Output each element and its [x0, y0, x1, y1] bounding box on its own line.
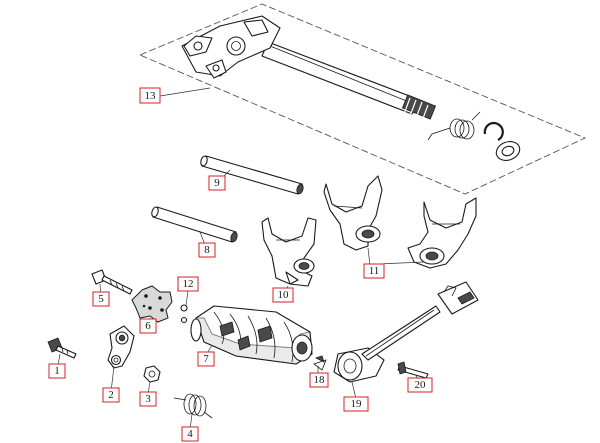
shift-fork-11a — [323, 175, 383, 251]
pin-12 — [180, 304, 188, 324]
shaft-washer — [495, 141, 521, 161]
callout-10: 10 — [272, 287, 294, 303]
bolt-20 — [397, 361, 429, 379]
shaft-spline — [401, 94, 437, 122]
svg-text:18: 18 — [314, 374, 326, 386]
svg-text:20: 20 — [415, 379, 427, 391]
callout-18: 18 — [309, 372, 329, 388]
shift-fork-10 — [261, 217, 317, 287]
callout-3: 3 — [139, 391, 157, 407]
callout-20: 20 — [407, 377, 433, 393]
callout-5: 5 — [92, 291, 110, 307]
svg-text:2: 2 — [108, 389, 114, 401]
callout-11: 11 — [363, 263, 385, 279]
svg-text:19: 19 — [351, 398, 363, 410]
callout-8: 8 — [198, 242, 216, 258]
star-plate-6 — [131, 285, 173, 323]
svg-text:6: 6 — [145, 320, 151, 332]
svg-text:3: 3 — [145, 393, 151, 405]
callout-4: 4 — [181, 426, 199, 442]
callout-1: 1 — [48, 363, 66, 379]
bolt-1 — [47, 337, 77, 359]
leader-lines — [56, 87, 425, 431]
fork-rod-8 — [151, 206, 238, 243]
sensor-connector — [437, 281, 479, 315]
svg-text:11: 11 — [369, 265, 380, 277]
callout-12: 12 — [177, 276, 199, 292]
fork-rod-9 — [200, 155, 304, 195]
callout-2: 2 — [102, 387, 120, 403]
svg-text:7: 7 — [203, 353, 209, 365]
sensor-19 — [333, 281, 479, 383]
svg-text:12: 12 — [183, 278, 194, 290]
return-spring — [427, 111, 481, 141]
spring-4 — [173, 393, 213, 419]
callout-6: 6 — [139, 318, 157, 334]
circlip — [483, 122, 504, 141]
shift-shaft-assembly — [138, 3, 587, 195]
svg-text:5: 5 — [98, 293, 104, 305]
nut-3 — [143, 365, 161, 383]
callout-7: 7 — [197, 351, 215, 367]
svg-text:9: 9 — [214, 177, 220, 189]
clip-18 — [313, 355, 327, 371]
svg-text:13: 13 — [145, 90, 157, 102]
svg-text:8: 8 — [204, 244, 210, 256]
svg-text:10: 10 — [278, 289, 290, 301]
lever-2 — [107, 325, 135, 369]
callout-19: 19 — [343, 396, 369, 412]
shift-fork-11b — [407, 197, 477, 269]
svg-text:1: 1 — [54, 365, 60, 377]
shift-drum-7 — [190, 305, 313, 365]
bolt-5 — [91, 269, 133, 295]
callout-13: 13 — [139, 87, 161, 104]
assembly-frame — [138, 3, 587, 195]
svg-text:4: 4 — [187, 428, 193, 440]
callout-9: 9 — [208, 175, 226, 191]
